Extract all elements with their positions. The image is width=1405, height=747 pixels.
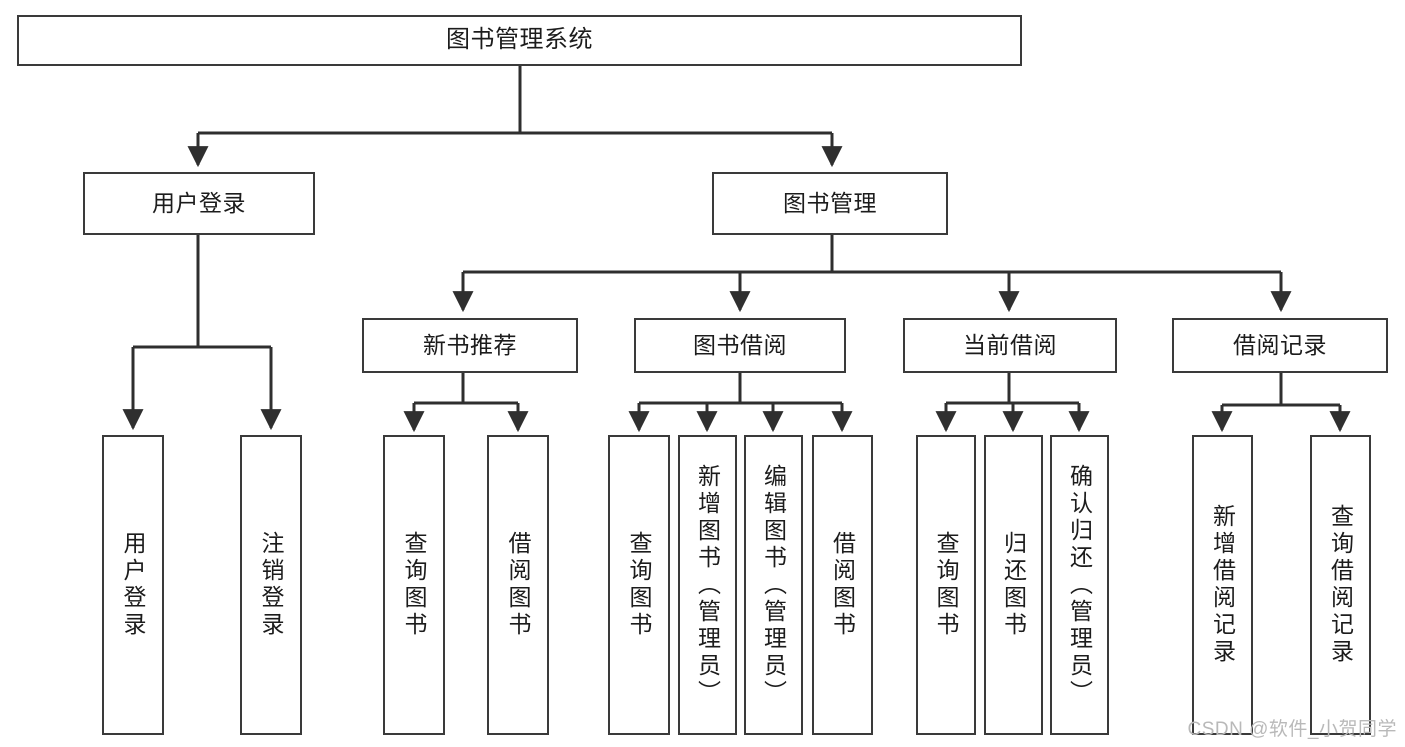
node-label: 借阅图书 (505, 531, 532, 639)
leaf-borrow-book-newbook[interactable]: 借阅图书 (487, 435, 549, 735)
node-label: 用户登录 (152, 189, 246, 216)
node-label: 查询借阅记录 (1327, 504, 1354, 666)
node-label: 图书管理 (783, 189, 877, 216)
leaf-edit-book-admin[interactable]: 编辑图书（管理员） (744, 435, 803, 735)
node-label: 注销登录 (258, 531, 285, 639)
node-label: 借阅记录 (1233, 331, 1327, 358)
csdn-watermark: CSDN @软件_小贺同学 (1187, 719, 1397, 740)
leaf-borrow-book[interactable]: 借阅图书 (812, 435, 873, 735)
node-label: 新增借阅记录 (1209, 504, 1236, 666)
node-label: 新增图书（管理员） (694, 463, 721, 707)
node-book-management[interactable]: 图书管理 (712, 172, 948, 235)
node-label: 查询图书 (401, 531, 428, 639)
node-label: 图书借阅 (693, 331, 787, 358)
node-label: 用户登录 (120, 531, 147, 639)
leaf-add-borrow-record[interactable]: 新增借阅记录 (1192, 435, 1253, 735)
node-user-login[interactable]: 用户登录 (83, 172, 315, 235)
leaf-query-book-current[interactable]: 查询图书 (916, 435, 976, 735)
leaf-confirm-return-admin[interactable]: 确认归还（管理员） (1050, 435, 1109, 735)
leaf-query-borrow-record[interactable]: 查询借阅记录 (1310, 435, 1371, 735)
node-current-borrowing[interactable]: 当前借阅 (903, 318, 1117, 373)
node-label: 确认归还（管理员） (1066, 463, 1093, 707)
node-label: 编辑图书（管理员） (760, 463, 787, 707)
node-label: 新书推荐 (423, 331, 517, 358)
leaf-query-book-newbook[interactable]: 查询图书 (383, 435, 445, 735)
node-book-borrowing[interactable]: 图书借阅 (634, 318, 846, 373)
node-label: 借阅图书 (829, 531, 856, 639)
leaf-add-book-admin[interactable]: 新增图书（管理员） (678, 435, 737, 735)
node-label: 查询图书 (626, 531, 653, 639)
node-borrow-records[interactable]: 借阅记录 (1172, 318, 1388, 373)
node-label: 当前借阅 (963, 331, 1057, 358)
node-root-book-management-system[interactable]: 图书管理系统 (17, 15, 1022, 66)
node-new-book-recommendation[interactable]: 新书推荐 (362, 318, 578, 373)
leaf-user-login[interactable]: 用户登录 (102, 435, 164, 735)
node-label: 归还图书 (1000, 531, 1027, 639)
leaf-return-book[interactable]: 归还图书 (984, 435, 1043, 735)
node-label: 查询图书 (933, 531, 960, 639)
leaf-logout[interactable]: 注销登录 (240, 435, 302, 735)
node-label: 图书管理系统 (446, 26, 593, 54)
leaf-query-book-borrow[interactable]: 查询图书 (608, 435, 670, 735)
